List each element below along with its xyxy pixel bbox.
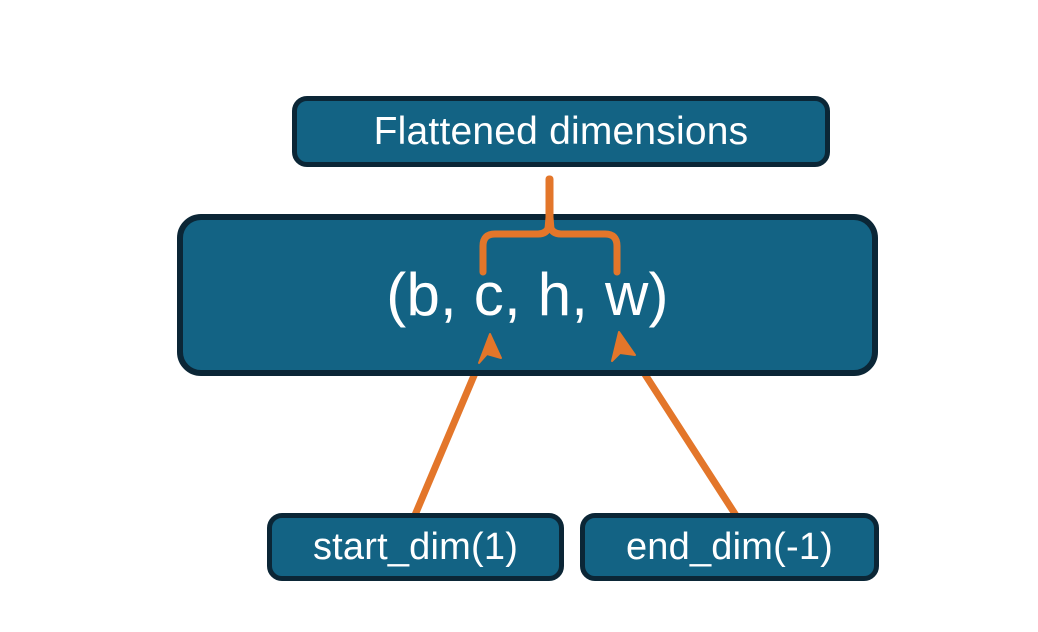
tensor-shape-label: (b, c, h, w): [386, 261, 669, 328]
flattened-dimensions-label: Flattened dimensions: [373, 110, 749, 153]
end-dim-label: end_dim(-1): [625, 526, 834, 568]
flattened-dimensions-box: Flattened dimensions: [292, 96, 830, 167]
start-dim-label: start_dim(1): [312, 526, 519, 568]
tensor-shape-box: (b, c, h, w): [177, 214, 878, 376]
start-dim-box: start_dim(1): [267, 513, 564, 581]
end-dim-box: end_dim(-1): [580, 513, 879, 581]
